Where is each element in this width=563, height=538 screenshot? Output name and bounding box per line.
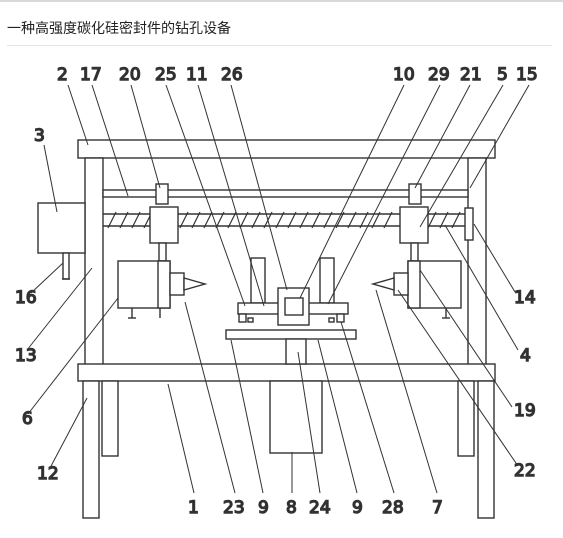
label-20: 20 xyxy=(119,65,141,85)
label-3: 3 xyxy=(34,126,45,146)
label-29: 29 xyxy=(428,65,450,85)
leader-lines xyxy=(26,84,530,494)
label-23: 23 xyxy=(223,498,245,518)
label-5: 5 xyxy=(497,65,508,85)
roller-left xyxy=(238,313,247,323)
label-19: 19 xyxy=(514,401,536,421)
roller-small-left xyxy=(247,317,254,323)
drive-motor xyxy=(37,202,86,254)
label-2: 2 xyxy=(57,65,68,85)
label-11: 11 xyxy=(186,65,208,85)
right-slider-top xyxy=(408,183,422,205)
lift-plate xyxy=(225,329,357,340)
label-1: 1 xyxy=(188,498,199,518)
left-front-leg xyxy=(82,380,100,519)
drilling-equipment-diagram: 2 17 20 25 11 26 10 29 21 5 15 3 16 14 1… xyxy=(14,64,538,519)
title-divider xyxy=(7,45,552,46)
label-10: 10 xyxy=(393,65,415,85)
lift-column xyxy=(285,338,307,365)
top-border xyxy=(0,0,563,2)
slide-rail xyxy=(102,189,469,198)
title-bar: 一种高强度碳化硅密封件的钻孔设备 xyxy=(0,2,563,46)
label-26: 26 xyxy=(221,65,243,85)
left-clamp-jaw xyxy=(250,257,266,304)
right-drill-bit xyxy=(370,277,395,291)
patent-drawing: 2 17 20 25 11 26 10 29 21 5 15 3 16 14 1… xyxy=(0,46,563,534)
label-24: 24 xyxy=(309,498,331,518)
label-16: 16 xyxy=(15,288,37,308)
right-motor-mount xyxy=(407,260,421,309)
label-12: 12 xyxy=(37,464,59,484)
left-rear-leg xyxy=(101,380,119,457)
label-21: 21 xyxy=(460,65,482,85)
label-4: 4 xyxy=(520,346,531,366)
work-table xyxy=(77,363,496,382)
roller-small-right xyxy=(328,317,335,323)
right-slider-stem xyxy=(410,242,419,262)
label-25: 25 xyxy=(155,65,177,85)
left-slider-block xyxy=(149,206,179,244)
left-post xyxy=(84,157,104,367)
left-motor-mount xyxy=(157,260,171,309)
label-14: 14 xyxy=(514,288,536,308)
left-chuck xyxy=(169,272,185,296)
left-slider-stem xyxy=(158,242,167,262)
workpiece xyxy=(284,297,304,316)
label-9-left: 9 xyxy=(258,498,269,518)
page-title: 一种高强度碳化硅密封件的钻孔设备 xyxy=(7,21,231,37)
right-rear-leg xyxy=(457,380,475,457)
right-chuck xyxy=(393,272,409,296)
right-front-leg xyxy=(477,380,495,519)
label-22: 22 xyxy=(514,461,536,481)
label-6: 6 xyxy=(22,409,33,429)
label-13: 13 xyxy=(15,346,37,366)
roller-right xyxy=(336,313,345,323)
label-15: 15 xyxy=(516,65,538,85)
left-drill-bit xyxy=(183,277,208,291)
motor-bracket xyxy=(62,252,70,280)
label-9-right: 9 xyxy=(352,498,363,518)
right-post xyxy=(467,157,487,367)
left-slider-top xyxy=(155,183,169,205)
label-28: 28 xyxy=(382,498,404,518)
right-slider-block xyxy=(399,206,429,244)
bearing-block xyxy=(464,207,474,241)
lift-cylinder xyxy=(269,380,323,454)
label-8: 8 xyxy=(286,498,297,518)
label-7: 7 xyxy=(432,498,443,518)
label-17: 17 xyxy=(80,65,102,85)
top-beam xyxy=(77,139,496,159)
